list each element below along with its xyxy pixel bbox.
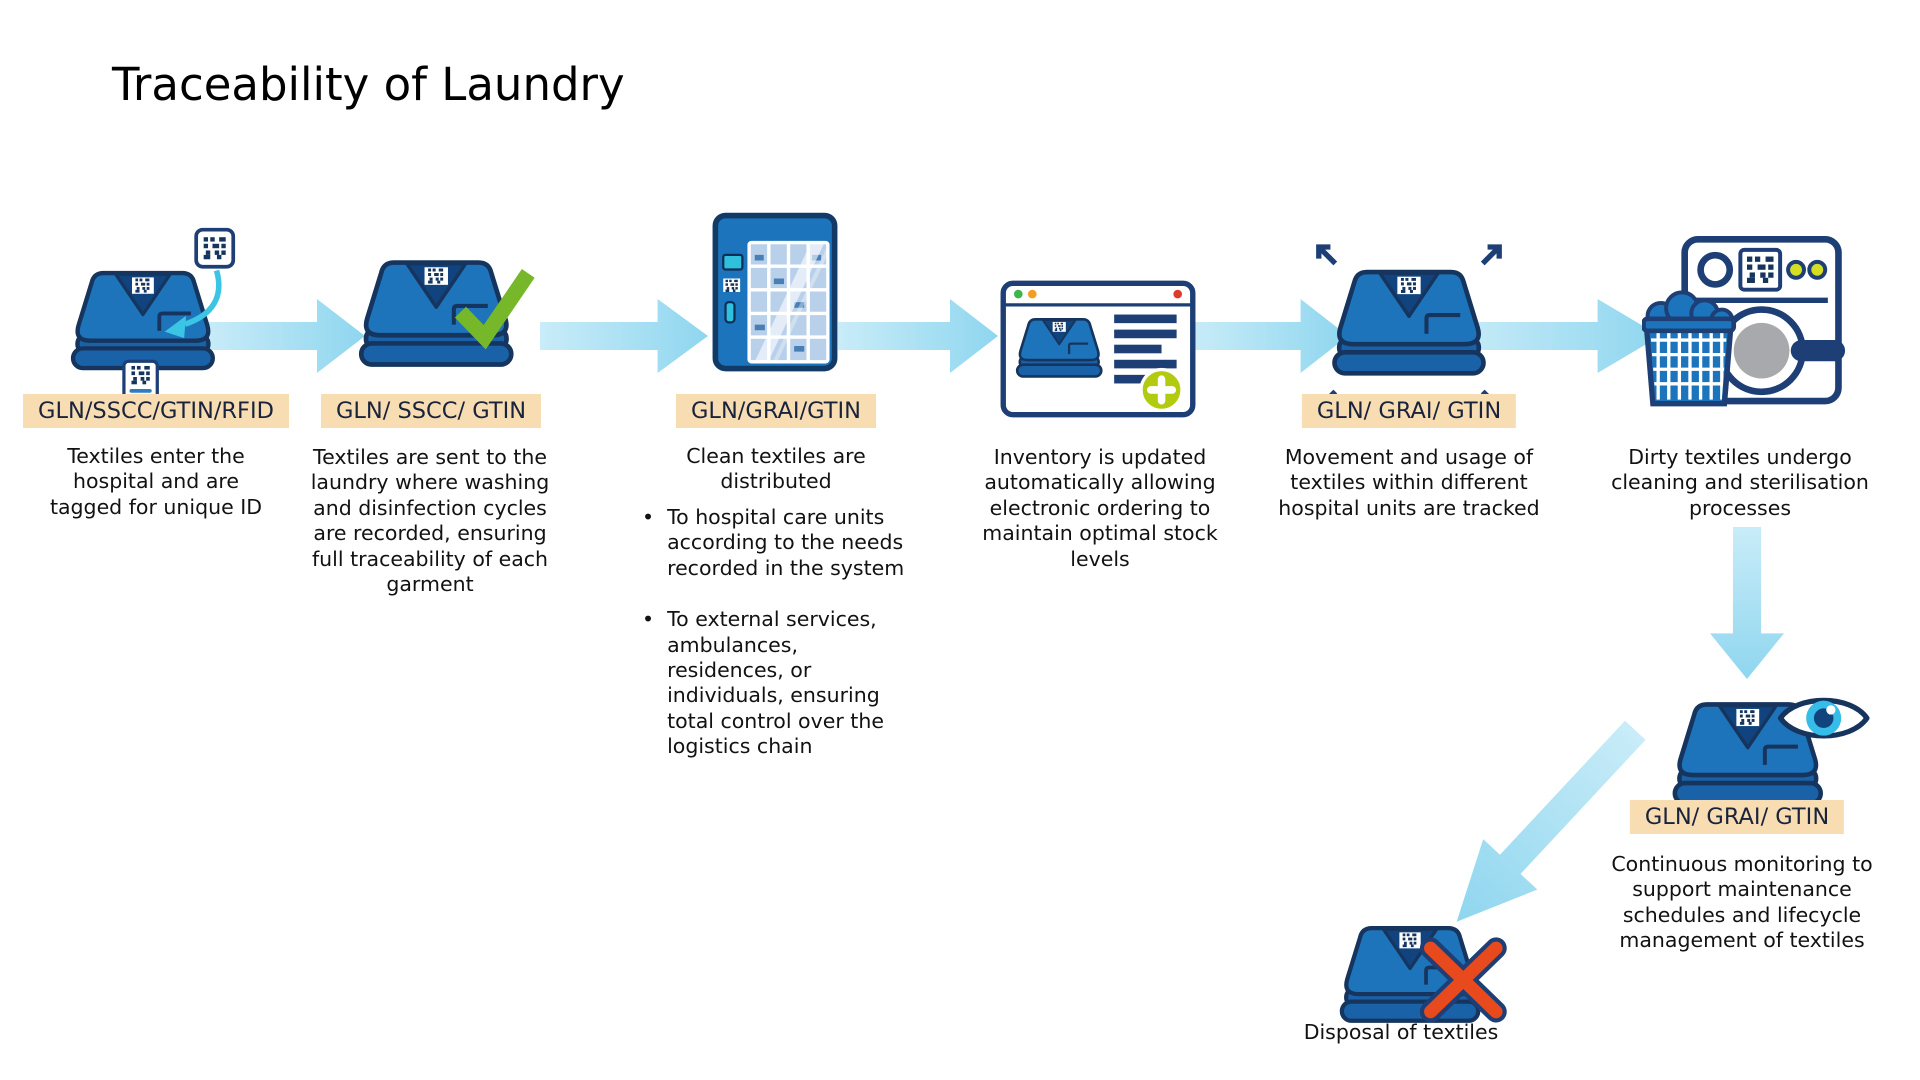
eye-icon <box>1780 700 1867 736</box>
monitoring-description: Continuous monitoring to support mainten… <box>1611 852 1873 953</box>
bullet-text: To hospital care units according to the … <box>667 505 905 580</box>
step-description-1: Textiles enter the hospital and are tagg… <box>49 444 263 519</box>
inventory-software-icon <box>1000 280 1196 418</box>
check-icon <box>454 269 535 350</box>
bullet-item: • To external services, ambulances, resi… <box>642 607 914 759</box>
bullet-text: To external services, ambulances, reside… <box>667 607 884 759</box>
hang-tag-icon <box>122 359 159 402</box>
monitored-textile-icon <box>1668 688 1873 816</box>
approved-textile-icon <box>352 248 535 384</box>
curved-arrow-icon <box>184 269 222 327</box>
gs1-key-badge-2: GLN/ SSCC/ GTIN <box>320 394 542 428</box>
slot-icon <box>724 301 736 324</box>
gs1-key-badge-5: GLN/ GRAI/ GTIN <box>1301 394 1517 428</box>
bullet-marker: • <box>642 505 655 529</box>
step-description-4: Inventory is updated automatically allow… <box>982 445 1218 571</box>
bullet-list: • To hospital care units according to th… <box>642 505 914 760</box>
page-title: Traceability of Laundry <box>112 58 625 111</box>
qr-code-icon <box>725 279 738 292</box>
x-mark-icon <box>1419 937 1507 1023</box>
step-description-6: Dirty textiles undergo cleaning and ster… <box>1611 445 1869 520</box>
flow-arrow-down <box>1710 527 1784 679</box>
flow-arrow-3 <box>838 299 998 373</box>
door-handle-icon <box>1790 340 1846 362</box>
flow-arrow-2 <box>540 299 708 373</box>
step-description-5: Movement and usage of textiles within di… <box>1278 445 1540 520</box>
gs1-key-badge-3: GLN/GRAI/GTIN <box>676 394 876 428</box>
qr-code-icon <box>203 237 226 260</box>
bullet-item: • To hospital care units according to th… <box>642 505 914 581</box>
qr-code-icon <box>1746 256 1774 284</box>
distribution-cabinet-icon <box>712 212 838 372</box>
bullet-marker: • <box>642 607 655 632</box>
add-icon <box>1139 367 1184 412</box>
disposed-textile-icon <box>1335 922 1507 1036</box>
tagged-textile-icon <box>57 227 236 402</box>
text-lines-icon <box>1114 314 1177 384</box>
disposal-label: Disposal of textiles <box>1303 1020 1499 1044</box>
gs1-key-badge-1: GLN/SSCC/GTIN/RFID <box>23 394 289 428</box>
laundry-basket-icon <box>1642 290 1737 407</box>
step-description-3: Clean textiles are distributed <box>686 444 866 494</box>
gs1-key-badge-monitoring: GLN/ GRAI/ GTIN <box>1629 800 1845 834</box>
washing-machine-icon <box>1642 235 1846 407</box>
screen-icon <box>722 253 744 271</box>
step-description-2: Textiles are sent to the laundry where w… <box>310 445 550 597</box>
movement-tracking-textile-icon <box>1316 244 1502 411</box>
